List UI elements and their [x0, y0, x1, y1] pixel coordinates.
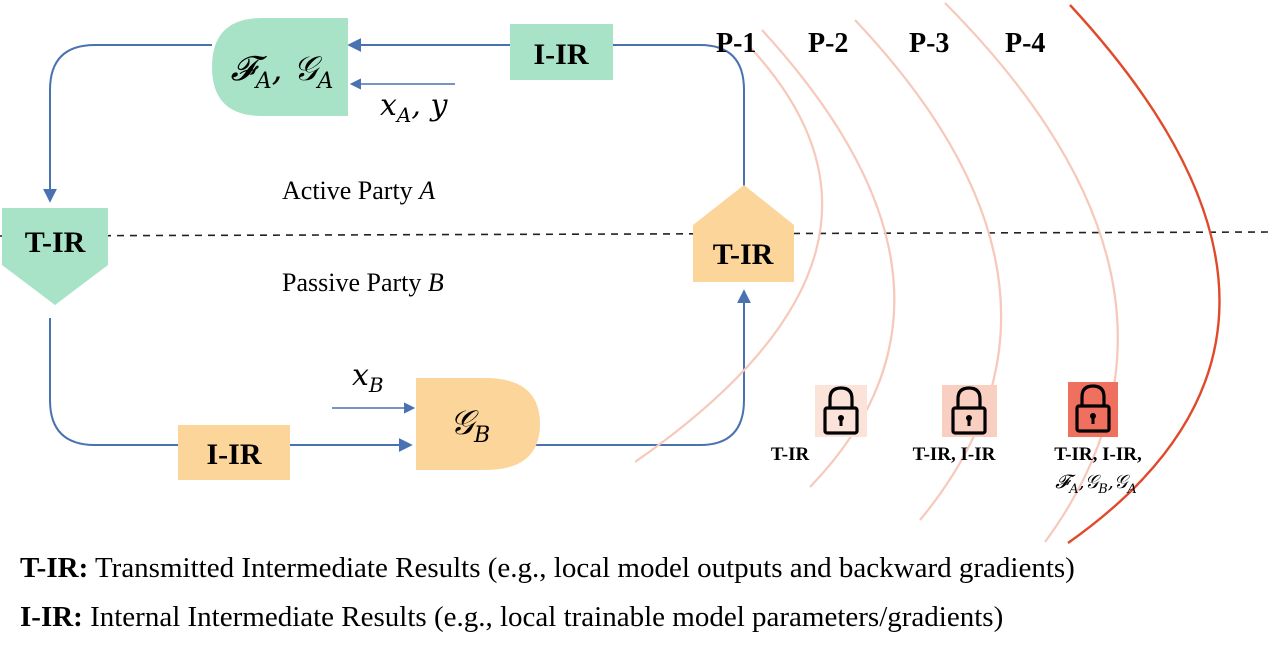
svg-text:xB: xB: [352, 358, 384, 397]
lock-icon: [828, 386, 854, 408]
svg-text:Active Party A: Active Party A: [282, 176, 435, 205]
input-b-x: x: [352, 358, 369, 393]
lock-3: [1068, 382, 1118, 437]
input-b-sub: B: [368, 373, 384, 397]
top-iir-label: I-IR: [533, 38, 588, 71]
svg-text:𝓕A,𝒢B,𝒢A: 𝓕A,𝒢B,𝒢A: [1055, 471, 1137, 497]
node-fa-ga: [212, 18, 348, 116]
gb-sub: B: [473, 423, 490, 448]
node-gb: [416, 378, 540, 470]
lock-icon: [956, 386, 982, 408]
svg-text:𝓕A, 𝒢A: 𝓕A, 𝒢A: [231, 49, 334, 94]
arc-p4-light: [944, 2, 1119, 543]
active-party-var: A: [417, 176, 435, 205]
ga-sub: A: [315, 69, 333, 94]
passive-party-var: B: [428, 268, 444, 297]
svg-text:Passive Party B: Passive Party B: [282, 268, 444, 297]
input-a-sep: ,: [411, 88, 430, 123]
level-p4: P-4: [1005, 28, 1045, 59]
legend-tir-desc: Transmitted Intermediate Results (e.g., …: [88, 552, 1075, 584]
lock-2-caption: T-IR, I-IR: [913, 444, 996, 465]
input-a-x: x: [380, 88, 397, 123]
passive-party-text: Passive Party: [282, 268, 428, 297]
arc-p1: [634, 44, 824, 463]
lock-3-caption: T-IR, I-IR,: [1054, 444, 1142, 465]
gb-label: 𝒢: [450, 403, 479, 443]
lock-3-g1: 𝒢: [1085, 471, 1102, 493]
active-party-text: Active Party: [282, 176, 419, 205]
legend-iir-desc: Internal Intermediate Results (e.g., loc…: [82, 601, 1004, 633]
legend-iir-term: I-IR:: [20, 601, 83, 633]
flow-bottom-right: [535, 289, 751, 446]
lock-1: [815, 385, 867, 437]
flow-top-left: [43, 44, 212, 203]
arc-p4: [1067, 4, 1221, 544]
top-iir-box: [510, 24, 613, 80]
fa-ga-sep: ,: [272, 49, 294, 89]
input-a-y: y: [428, 88, 448, 123]
lock-1-caption: T-IR: [771, 444, 810, 465]
lock-3-g2: 𝒢: [1114, 471, 1131, 493]
lock-2: [942, 385, 997, 437]
bottom-iir-box: [178, 425, 290, 480]
lock-3-f-sub: A: [1068, 482, 1078, 497]
flow-right-top: [347, 38, 745, 186]
fa-sub: A: [254, 69, 272, 94]
flow-left-bottom: [49, 318, 413, 452]
level-p1: P-1: [716, 28, 756, 59]
lock-3-g2-sub: A: [1126, 482, 1136, 497]
party-divider: [0, 231, 1271, 237]
input-a-sub: A: [395, 103, 411, 127]
left-tir-label: T-IR: [25, 226, 86, 259]
lock-3-g1-sub: B: [1097, 482, 1108, 497]
left-tir-shape: [2, 208, 108, 305]
level-p2: P-2: [808, 28, 848, 59]
legend-tir-term: T-IR:: [20, 552, 89, 584]
legend-tir: T-IR: Transmitted Intermediate Results (…: [20, 552, 1075, 585]
arc-p3: [854, 19, 1003, 521]
right-tir-label: T-IR: [713, 238, 774, 271]
bottom-iir-label: I-IR: [206, 438, 261, 471]
lock-icon: [1080, 384, 1106, 406]
level-p3: P-3: [909, 28, 949, 59]
legend-iir: I-IR: Internal Intermediate Results (e.g…: [20, 601, 1003, 634]
svg-text:𝒢B: 𝒢B: [450, 403, 490, 448]
right-tir-shape: [693, 185, 794, 282]
svg-text:xA, y: xA, y: [380, 88, 448, 127]
ga-label: 𝒢: [293, 49, 322, 89]
